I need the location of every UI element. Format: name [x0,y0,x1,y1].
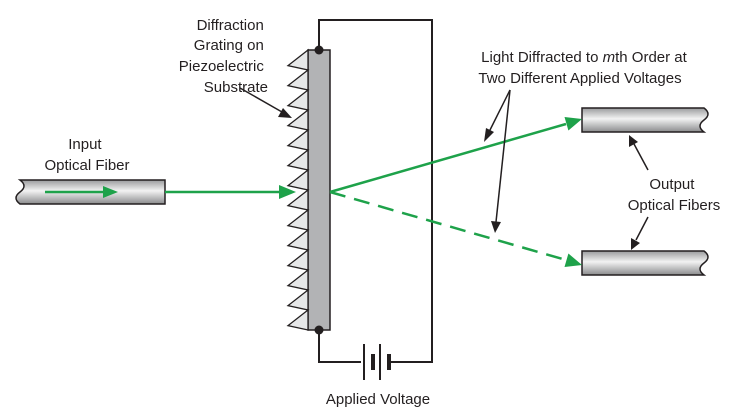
diffracted-beam-dashed [329,190,567,262]
light-label-line2: Two Different Applied Voltages [478,70,681,87]
leader-grating [239,87,283,113]
output-optical-fiber-top [581,107,709,133]
piezoelectric-substrate [307,49,331,331]
applied-voltage-label: Applied Voltage [326,391,430,408]
grating-label-line3: Piezoelectric [179,58,265,75]
leader-light-solid [488,89,511,133]
circuit-wires [318,19,433,363]
leader-arrowhead-light-solid [484,128,494,142]
leader-output-bottom [635,216,649,241]
output-label-line2: Optical Fibers [628,197,721,214]
leader-arrowhead-output-bottom [631,238,640,250]
arrowhead-diffracted-solid [564,117,582,131]
svg-text:Output Optical Fibers: Output Optical Fibers [628,176,721,214]
arrowhead-diffracted-dashed [564,253,582,267]
svg-text:Input Optical Fiber: Input Optical Fiber [44,136,129,174]
leader-output-top [633,143,649,171]
light-label-line1: Light Diffracted to mth Order at [481,49,687,66]
diffraction-grating [286,48,310,331]
leader-arrowhead-grating [278,108,292,118]
diffracted-beam-solid [329,122,567,194]
arrowhead-input [279,185,296,199]
grating-label-line2: Grating on [194,37,264,54]
svg-text:Diffraction Grating on: Diffraction Grating on Piezoelectric Sub… [179,17,268,96]
arrowhead-in-fiber [103,186,118,198]
output-label-line1: Output [649,176,695,193]
top-contact-dot [314,45,324,55]
leader-arrowhead-light-dashed [491,221,501,233]
output-optical-fiber-bottom [581,250,709,276]
battery-symbol [363,344,391,380]
input-label-line2: Optical Fiber [44,157,129,174]
grating-label-line1: Diffraction [197,17,264,34]
grating-label-line4: Substrate [204,79,268,96]
bottom-contact-dot [314,325,324,335]
input-label-line1: Input [68,136,102,153]
leader-arrowhead-output-top [629,135,638,147]
leader-light-dashed [495,89,511,223]
